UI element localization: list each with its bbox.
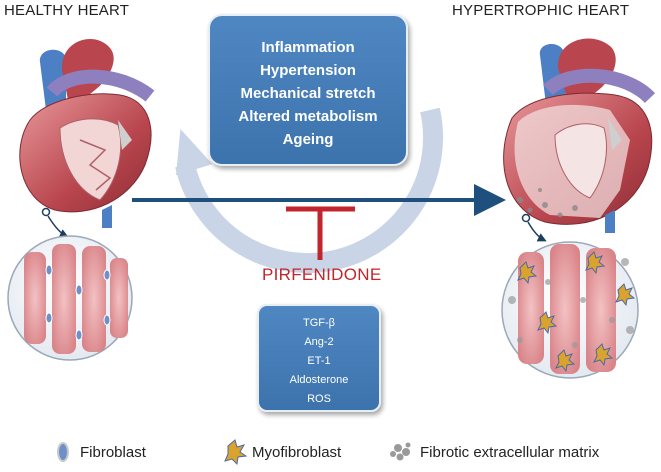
risk-factor: Mechanical stretch <box>240 85 376 102</box>
hypertrophic-heart-title: HYPERTROPHIC HEART <box>452 2 630 19</box>
mediator: ROS <box>307 393 331 405</box>
legend-fibroblast-label: Fibroblast <box>80 444 146 461</box>
healthy-tissue-magnified <box>7 235 133 361</box>
legend-matrix-label: Fibrotic extracellular matrix <box>420 444 600 461</box>
inhibition-symbol <box>286 206 355 260</box>
fibrotic-tissue-magnified <box>501 241 639 379</box>
mediator: Aldosterone <box>289 374 349 386</box>
mediator: TGF-β <box>303 317 335 329</box>
mediators-box: TGF-β Ang-2 ET-1 Aldosterone ROS <box>257 304 381 412</box>
legend-myofibroblast-label: Myofibroblast <box>252 444 342 461</box>
fibroblast-icon <box>57 442 69 462</box>
healthy-heart-illustration <box>19 39 155 238</box>
hypertrophic-heart-illustration <box>503 38 656 242</box>
risk-factors-box: Inflammation Hypertension Mechanical str… <box>208 14 408 166</box>
healthy-heart-title: HEALTHY HEART <box>4 2 130 19</box>
risk-factor: Hypertension <box>260 62 356 79</box>
fibrotic-matrix-icon <box>390 442 411 461</box>
mediator: ET-1 <box>307 355 331 367</box>
risk-factor: Ageing <box>282 131 334 148</box>
mediator: Ang-2 <box>304 336 334 348</box>
myofibroblast-icon <box>224 439 248 466</box>
cycle-arrow <box>175 107 444 273</box>
risk-factor: Inflammation <box>261 39 355 56</box>
drug-label: PIRFENIDONE <box>262 265 382 284</box>
risk-factor: Altered metabolism <box>238 108 378 125</box>
